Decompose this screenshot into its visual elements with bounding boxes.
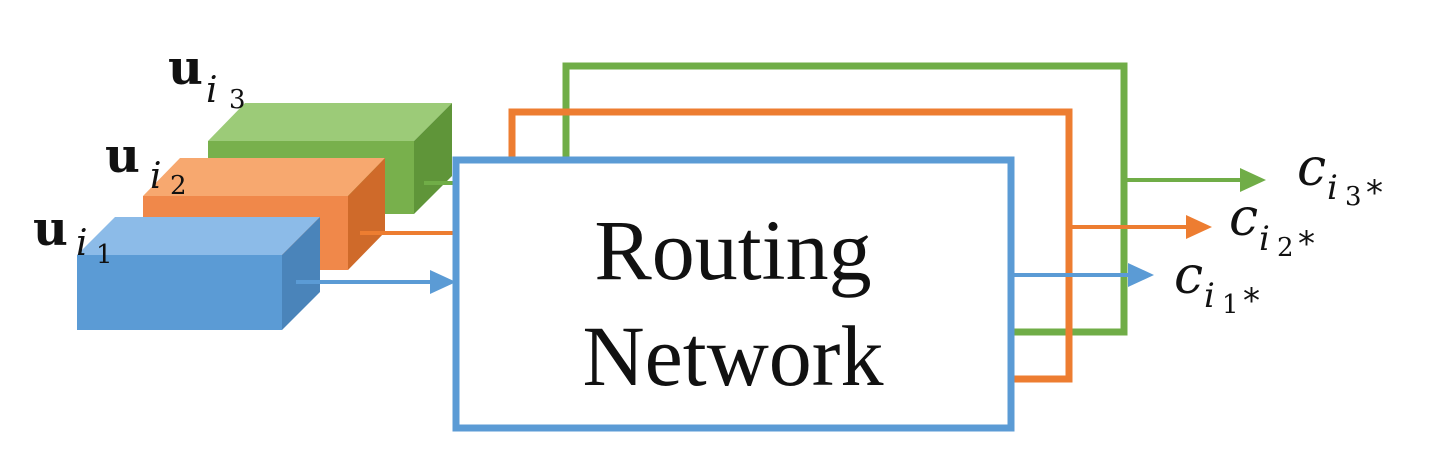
label-c-i1-star: c i 1 * — [1174, 246, 1260, 321]
svg-text:2: 2 — [170, 171, 187, 201]
svg-text:2: 2 — [1277, 233, 1294, 263]
svg-text:*: * — [1366, 173, 1383, 213]
svg-text:3: 3 — [229, 85, 246, 115]
svg-text:c: c — [1297, 138, 1326, 198]
svg-text:i: i — [150, 156, 162, 197]
svg-text:i: i — [1204, 276, 1215, 316]
label-u-i3: u i 3 — [168, 40, 246, 115]
green-output-arrowhead — [1240, 168, 1266, 192]
label-u-i2: u i 2 — [105, 128, 187, 201]
svg-text:c: c — [1229, 188, 1258, 248]
svg-text:1: 1 — [96, 240, 113, 270]
svg-text:c: c — [1174, 246, 1203, 306]
blue-output-arrowhead — [1128, 263, 1154, 287]
svg-text:u: u — [105, 128, 140, 184]
svg-text:*: * — [1243, 281, 1260, 321]
svg-text:u: u — [168, 40, 203, 96]
routing-box-line2: Network — [583, 308, 884, 404]
routing-network-box — [452, 156, 1015, 432]
orange-output-arrowhead — [1186, 215, 1212, 239]
routing-box-line1: Routing — [594, 202, 871, 298]
label-c-i3-star: c i 3 * — [1297, 138, 1383, 213]
svg-text:i: i — [76, 223, 88, 264]
label-c-i2-star: c i 2 * — [1229, 188, 1315, 264]
svg-text:u: u — [33, 201, 68, 257]
blue-input-arrowhead — [430, 270, 456, 294]
svg-text:i: i — [1327, 168, 1338, 208]
input-cuboid-blue — [77, 217, 320, 330]
label-u-i1: u i 1 — [33, 201, 113, 270]
svg-text:*: * — [1298, 224, 1315, 264]
svg-text:3: 3 — [1345, 182, 1362, 212]
svg-text:i: i — [1259, 219, 1270, 259]
svg-text:i: i — [206, 70, 218, 111]
svg-text:1: 1 — [1222, 290, 1239, 320]
